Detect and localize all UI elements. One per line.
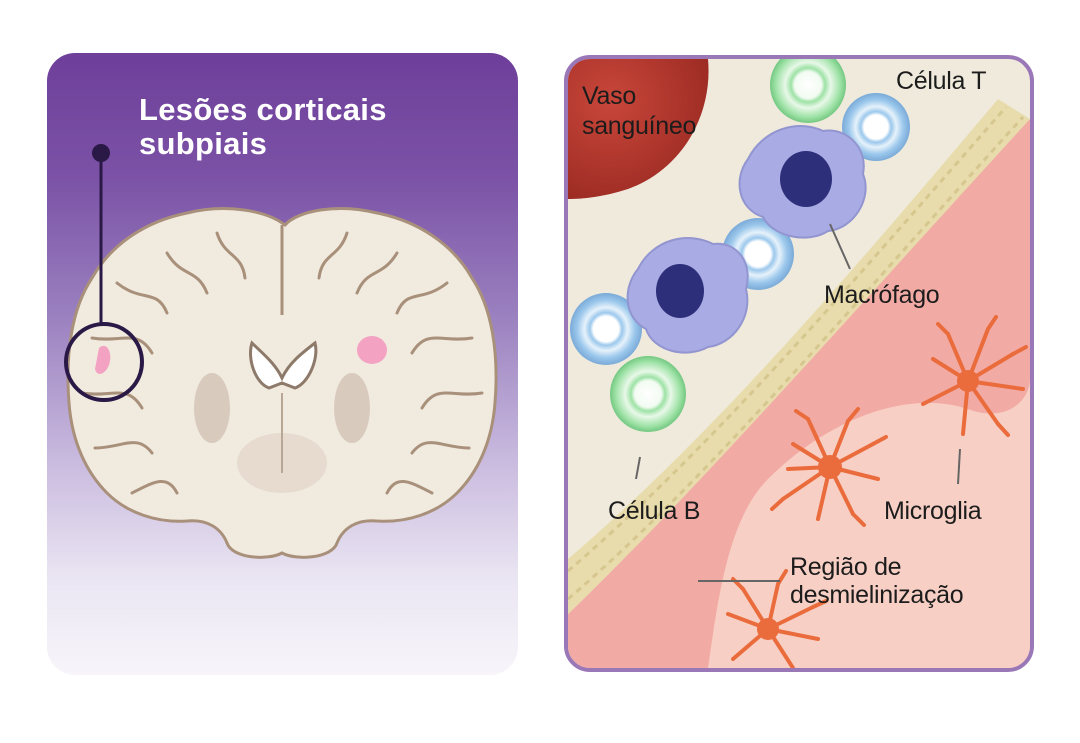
blood-vessel [568, 59, 709, 199]
subpial-lesion [95, 345, 111, 374]
cortical-lesion-right [357, 336, 387, 364]
label-leaders [635, 223, 961, 582]
b-cell-label: Célula B [608, 497, 701, 525]
microglia-cell [770, 407, 888, 527]
blood-vessel-label: Vaso sanguíneo [582, 81, 696, 141]
demyelination-region-label: Região de desmielinização [790, 553, 964, 609]
blood-vessel-label-line-2: sanguíneo [582, 112, 697, 140]
right-panel: Vaso sanguíneo Célula T Macrófago Célula… [564, 55, 1034, 672]
brain-illustration [64, 144, 498, 559]
cell-illustration [568, 59, 1030, 668]
t-cell-label: Célula T [896, 67, 987, 95]
lesion-callout [64, 144, 144, 402]
left-panel: Lesões corticais subpiais [47, 53, 518, 675]
brain-coronal-section [66, 207, 498, 559]
microglia-label: Microglia [884, 497, 982, 525]
b-cell [770, 59, 846, 123]
demyelination-label-line-2: desmielinização [790, 581, 964, 609]
title-line-2: subpiais [139, 126, 268, 161]
demyelination-region [708, 379, 1030, 668]
t-cell [570, 293, 642, 365]
microglia-cell [726, 569, 828, 668]
microglia-cell [921, 315, 1028, 437]
t-cell [842, 93, 910, 161]
macrophage-label: Macrófago [824, 281, 940, 309]
pia-layer [568, 99, 1030, 614]
blood-vessel-label-line-1: Vaso [582, 82, 636, 110]
demyelination-label-line-1: Região de [790, 553, 902, 581]
title-line-1: Lesões corticais [139, 92, 387, 127]
b-cell [610, 356, 686, 432]
subpial-cortical-lesions-title: Lesões corticais subpiais [139, 93, 387, 161]
macrophage [626, 236, 749, 354]
macrophage [738, 125, 867, 239]
